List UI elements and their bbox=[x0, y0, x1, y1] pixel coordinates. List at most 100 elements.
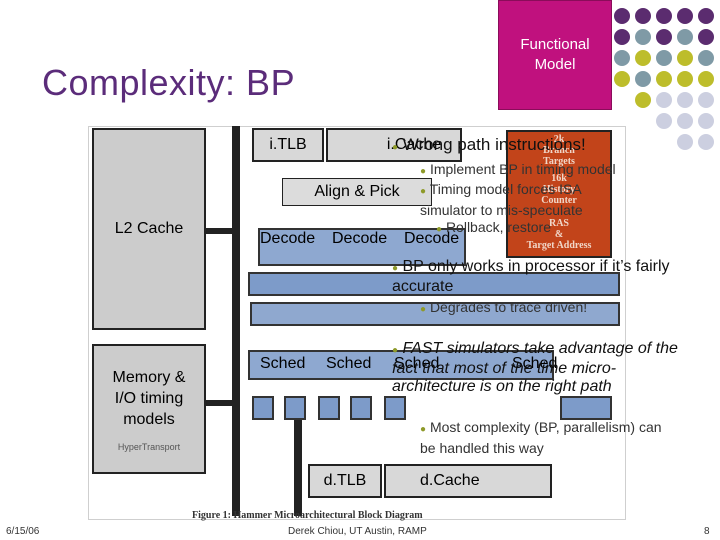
decode-label: Decode bbox=[260, 230, 316, 247]
hyper-transport-label: HyperTransport bbox=[117, 441, 181, 452]
dot bbox=[635, 50, 651, 66]
dcache-label: d.Cache bbox=[420, 472, 480, 489]
dot bbox=[656, 113, 672, 129]
panel-line: 16k bbox=[551, 173, 567, 184]
bullet-dot: ● bbox=[436, 224, 443, 235]
bullet-dot: ● bbox=[420, 304, 427, 315]
wire-horizontal bbox=[206, 400, 236, 406]
dot bbox=[614, 29, 630, 45]
panel-line: Target Address bbox=[526, 240, 592, 251]
icache-block: i.Cache bbox=[326, 128, 462, 162]
figure-caption: Figure 1: Hammer Microarchitectural Bloc… bbox=[192, 510, 423, 521]
panel-line: RAS bbox=[548, 218, 569, 229]
dot bbox=[677, 71, 693, 87]
bullet-1-sub-3-text: Rollback, restore bbox=[445, 219, 551, 235]
dot bbox=[698, 29, 714, 45]
bullet-dot: ● bbox=[392, 142, 399, 153]
bullet-1-sub-1-text: Implement BP in timing model bbox=[429, 161, 616, 177]
exec-unit bbox=[252, 396, 274, 420]
dot bbox=[656, 92, 672, 108]
wire-horizontal bbox=[206, 228, 236, 234]
decode-label: Decode bbox=[404, 230, 460, 247]
bullet-dot: ● bbox=[420, 424, 427, 435]
exec-unit bbox=[350, 396, 372, 420]
sched-label: Sched bbox=[512, 355, 558, 372]
bullet-1-sub-2: ● Timing model forces ISA simulator to m… bbox=[420, 180, 620, 219]
bullet-1-text: Wrong path instructions! bbox=[402, 135, 586, 154]
panel-line: & bbox=[554, 229, 564, 240]
bullet-1-sub-1: ● Implement BP in timing model bbox=[420, 160, 690, 181]
dot bbox=[656, 8, 672, 24]
wire-vertical bbox=[232, 126, 240, 516]
bullet-dot: ● bbox=[420, 166, 427, 177]
dot bbox=[635, 71, 651, 87]
bullet-3: ● FAST simulators take advantage of the … bbox=[392, 340, 682, 396]
bullet-1-sub-2-text: Timing model forces ISA simulator to mis… bbox=[420, 181, 583, 218]
decode-bar bbox=[258, 228, 466, 266]
wire-vertical bbox=[294, 418, 302, 516]
memory-io-block: Memory & I/O timing models HyperTranspor… bbox=[92, 344, 206, 474]
l2-cache-label: L2 Cache bbox=[114, 220, 184, 237]
exec-unit bbox=[318, 396, 340, 420]
page-number: 8 bbox=[704, 526, 710, 537]
bullet-2: ● BP only works in processor if it’s fai… bbox=[392, 258, 692, 296]
bullet-2-sub-1-text: Degrades to trace driven! bbox=[429, 299, 588, 315]
bullet-2-text: BP only works in processor if it’s fairl… bbox=[392, 258, 670, 295]
dot bbox=[698, 8, 714, 24]
dot bbox=[656, 29, 672, 45]
slide-footer: Derek Chiou, UT Austin, RAMP bbox=[288, 526, 427, 537]
itlb-block: i.TLB bbox=[252, 128, 324, 162]
dot bbox=[635, 29, 651, 45]
dot bbox=[614, 8, 630, 24]
panel-line: Counter bbox=[541, 195, 577, 206]
dot bbox=[635, 8, 651, 24]
bullet-3-sub-1: ● Most complexity (BP, parallelism) can … bbox=[420, 418, 680, 457]
functional-model-label: Functional Model bbox=[520, 36, 590, 73]
dcache-block: d.Cache bbox=[384, 464, 552, 498]
dot bbox=[677, 29, 693, 45]
bullet-3-sub-1-text: Most complexity (BP, parallelism) can be… bbox=[420, 419, 662, 456]
pipeline-bar bbox=[248, 272, 620, 296]
itlb-label: i.TLB bbox=[269, 136, 307, 153]
slide-title: Complexity: BP bbox=[42, 62, 296, 103]
dot bbox=[677, 113, 693, 129]
dot bbox=[614, 71, 630, 87]
bullet-dot: ● bbox=[392, 345, 399, 356]
decorative-dots bbox=[614, 8, 714, 150]
dot bbox=[698, 113, 714, 129]
align-pick-label: Align & Pick bbox=[314, 183, 400, 200]
dot bbox=[698, 92, 714, 108]
panel-line: 2k bbox=[553, 134, 565, 145]
dtlb-label: d.TLB bbox=[323, 472, 367, 489]
exec-unit bbox=[284, 396, 306, 420]
panel-line: Targets bbox=[543, 156, 575, 167]
icache-label: i.Cache bbox=[386, 136, 442, 153]
sched-bar bbox=[248, 350, 554, 380]
dot bbox=[677, 50, 693, 66]
dot bbox=[698, 50, 714, 66]
bullet-1: ● Wrong path instructions! bbox=[392, 136, 586, 157]
dot bbox=[677, 134, 693, 150]
bullet-3-text: FAST simulators take advantage of the fa… bbox=[392, 340, 678, 395]
dot bbox=[677, 8, 693, 24]
exec-unit bbox=[384, 396, 406, 420]
dot bbox=[656, 50, 672, 66]
slide-date: 6/15/06 bbox=[6, 526, 40, 537]
l2-cache-block: L2 Cache bbox=[92, 128, 206, 330]
dot bbox=[698, 134, 714, 150]
dtlb-block: d.TLB bbox=[308, 464, 382, 498]
dot bbox=[698, 71, 714, 87]
dot bbox=[656, 71, 672, 87]
bullet-2-sub-1: ● Degrades to trace driven! bbox=[420, 298, 670, 319]
bullet-dot: ● bbox=[420, 186, 427, 197]
sched-label: Sched bbox=[326, 355, 372, 372]
panel-line: Branch bbox=[543, 145, 575, 156]
dot bbox=[635, 92, 651, 108]
bullet-1-sub-3: ● Rollback, restore bbox=[436, 218, 616, 239]
sched-label: Sched bbox=[394, 355, 440, 372]
memory-io-label: Memory & I/O timing models bbox=[112, 368, 186, 428]
functional-model-box: Functional Model bbox=[498, 0, 612, 110]
sched-label: Sched bbox=[260, 355, 306, 372]
pipeline-bar bbox=[250, 302, 620, 326]
exec-unit bbox=[560, 396, 612, 420]
